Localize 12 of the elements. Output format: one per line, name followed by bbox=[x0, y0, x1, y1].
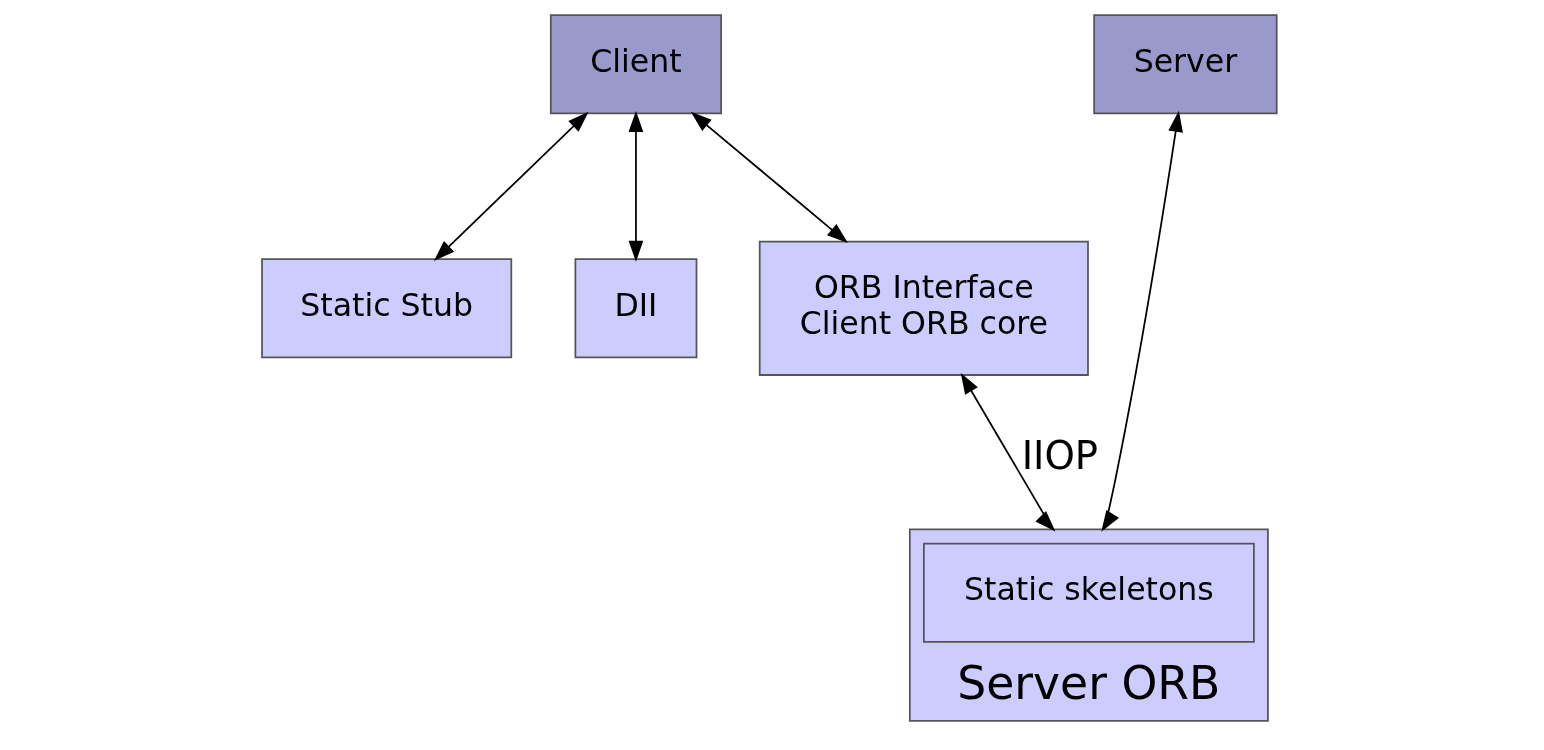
node-box: Server bbox=[1093, 14, 1278, 115]
arrow bbox=[690, 111, 848, 244]
arrow bbox=[1101, 110, 1183, 532]
node-box: ORB Interface Client ORB core bbox=[758, 240, 1089, 376]
node-box: Client bbox=[549, 14, 722, 115]
arrow bbox=[960, 372, 1056, 532]
node-box: Static Stub bbox=[261, 258, 513, 359]
edge-label: IIOP bbox=[1021, 433, 1099, 479]
node-box: Static skeletons bbox=[922, 542, 1255, 643]
arrow bbox=[433, 111, 589, 261]
node-box: DII bbox=[574, 258, 698, 359]
arrow bbox=[628, 110, 644, 262]
